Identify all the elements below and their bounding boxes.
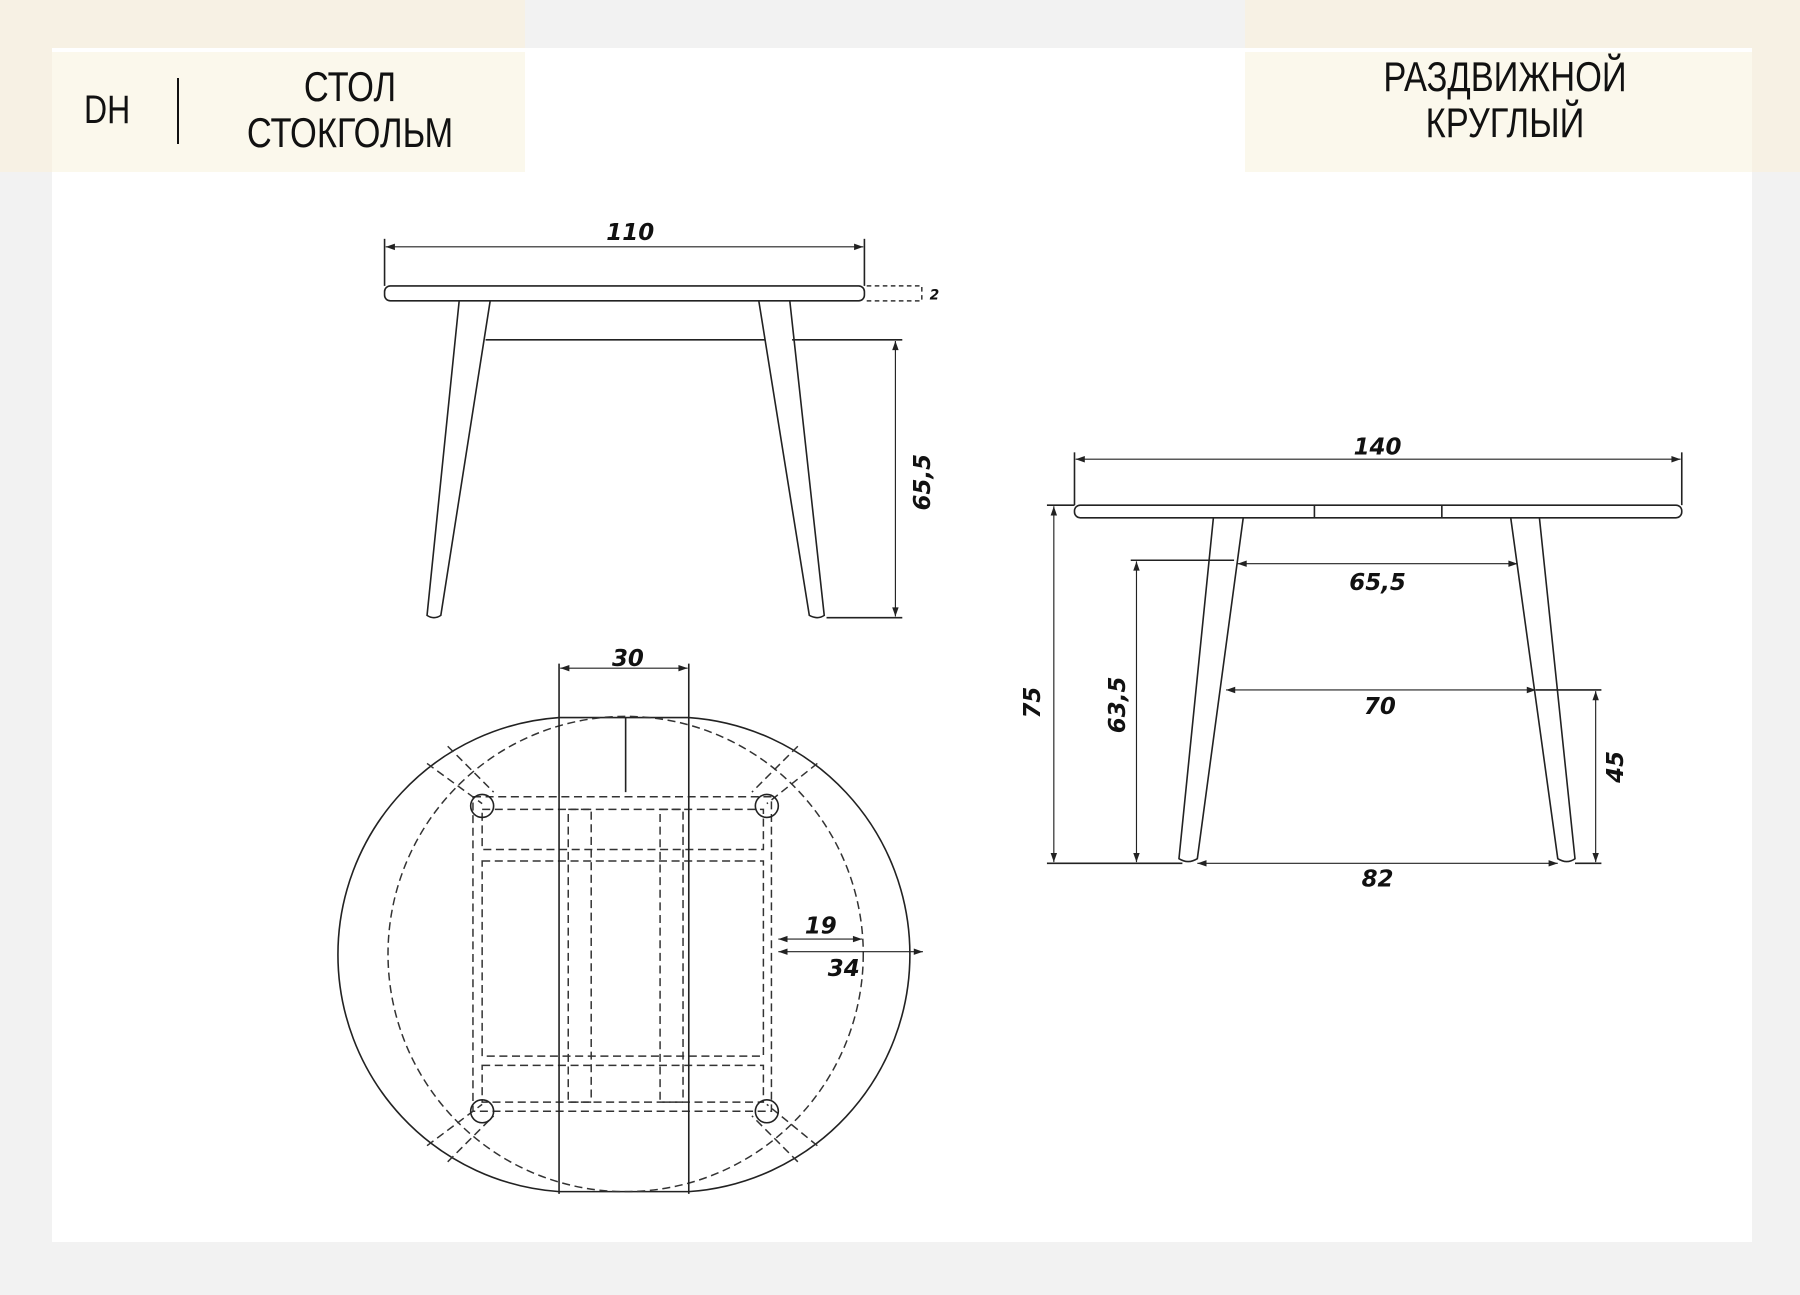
- brand-logo: DH: [84, 88, 131, 132]
- dim-label-leg-span-mid: 70: [1364, 694, 1396, 720]
- leg-right: [1509, 517, 1576, 863]
- side-view-extended: 140 75 63,5 65,5 70 45 82: [1020, 435, 1683, 892]
- dim-label-height: 65,5: [910, 454, 936, 511]
- top-view: 30 19 34: [337, 646, 923, 1194]
- dim-label-thickness: 2: [930, 288, 940, 304]
- drawing-sheet: [52, 48, 1752, 1242]
- dim-label-leg-span-floor: 82: [1362, 866, 1394, 892]
- title-line-2: СТОКГОЛЬМ: [246, 109, 454, 156]
- tabletop-extended: [1073, 504, 1683, 519]
- leg-left: [426, 300, 491, 619]
- tabletop: [383, 285, 866, 302]
- header-left: [52, 52, 525, 172]
- dim-label-insert-width: 30: [612, 646, 644, 672]
- leg-left: [1178, 517, 1245, 863]
- legs-hidden: [426, 745, 818, 1163]
- header-right: [1245, 52, 1752, 172]
- side-view-folded: 110 2 65,5: [383, 220, 940, 619]
- dim-label-apron-height: 63,5: [1105, 677, 1131, 734]
- subtitle-line-1: РАЗДВИЖНОЙ: [1383, 53, 1627, 100]
- header-divider: [177, 78, 179, 144]
- dim-label-height: 75: [1020, 687, 1046, 719]
- tabletop-outline: [337, 716, 911, 1193]
- dim-label-mid-height: 45: [1603, 751, 1629, 784]
- title-line-1: СТОЛ: [303, 63, 397, 110]
- dim-label-width: 110: [606, 220, 654, 246]
- dim-label-width: 140: [1354, 435, 1402, 461]
- dim-label-offset-outer: 34: [828, 956, 860, 982]
- frame: [472, 795, 773, 1113]
- subtitle-line-2: КРУГЛЫЙ: [1425, 99, 1585, 146]
- dim-label-apron-length: 65,5: [1349, 570, 1406, 596]
- dim-label-offset-inner: 19: [805, 913, 837, 939]
- leg-right: [758, 300, 826, 619]
